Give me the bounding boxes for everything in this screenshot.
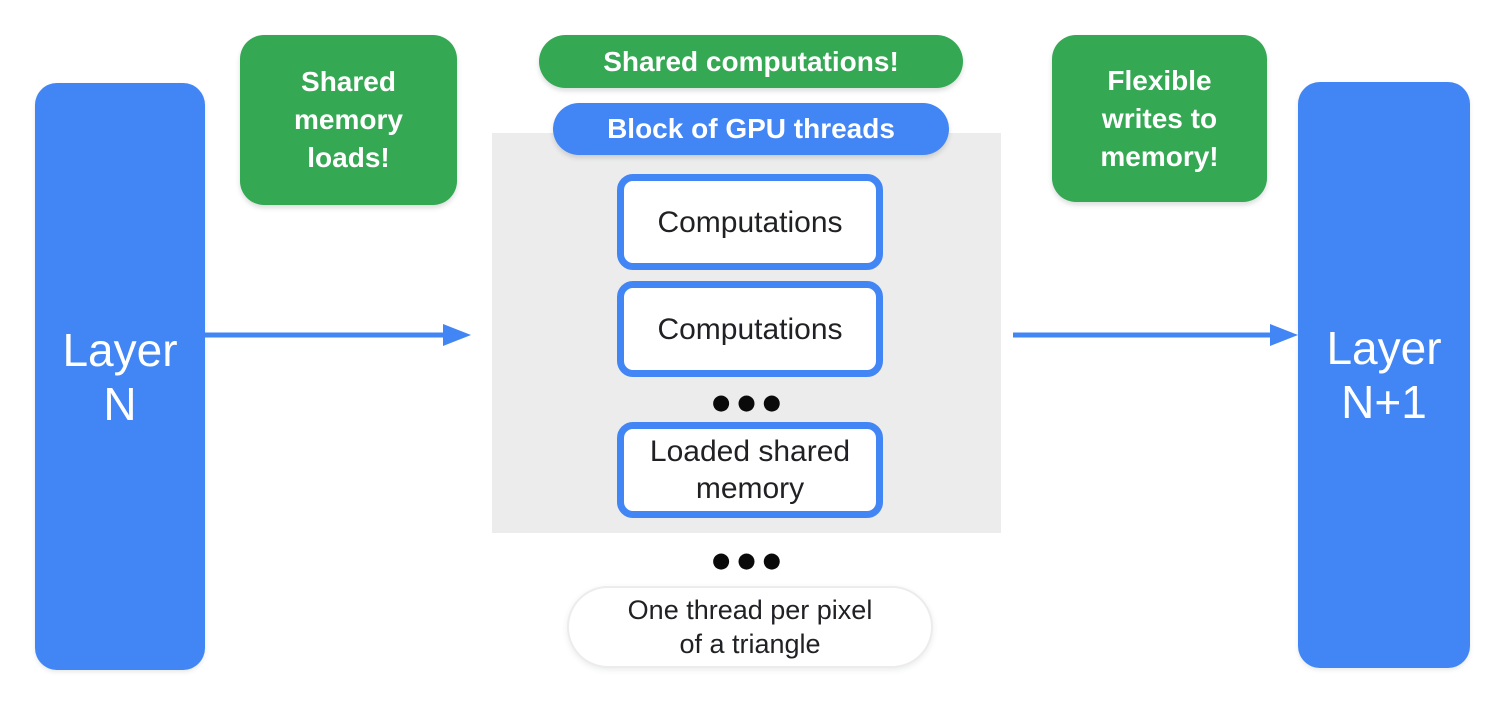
layer-n1-box: Layer N+1 <box>1298 82 1470 668</box>
layer-n-label-line-2: N <box>103 377 137 430</box>
callout-line: writes to <box>1101 102 1218 134</box>
memory-box-line-2: memory <box>695 472 805 505</box>
gpu-block-title: Block of GPU threads <box>553 103 949 155</box>
thread-note-line-2: of a triangle <box>679 629 821 659</box>
loaded-shared-memory-box: Loaded shared memory <box>617 422 883 518</box>
computations-label: Computations <box>657 312 843 346</box>
arrow-right-icon <box>1013 324 1298 346</box>
callout-line: memory! <box>1100 140 1219 172</box>
callout-line: loads! <box>307 142 390 173</box>
ellipsis-icon: ●●● <box>712 390 788 414</box>
callout-shared-computations: Shared computations! <box>539 35 963 88</box>
thread-note-line-1: One thread per pixel <box>627 595 873 625</box>
callout-flexible-writes: Flexible writes to memory! <box>1052 35 1267 202</box>
ellipsis-icon: ●●● <box>712 548 788 572</box>
memory-box-line-1: Loaded shared <box>649 435 851 468</box>
callout-line: Shared <box>301 66 396 97</box>
thread-note-pill: One thread per pixel of a triangle <box>567 586 933 668</box>
layer-n1-label-line-2: N+1 <box>1341 376 1427 428</box>
computations-label: Computations <box>657 205 843 239</box>
arrow-right-icon <box>205 324 471 346</box>
callout-line: memory <box>294 104 403 135</box>
callout-line: Flexible <box>1107 64 1212 96</box>
computations-box-1: Computations <box>617 174 883 270</box>
computations-box-2: Computations <box>617 281 883 377</box>
layer-n1-label-line-1: Layer <box>1326 322 1442 374</box>
layer-n-box: Layer N <box>35 83 205 670</box>
callout-shared-memory-loads: Shared memory loads! <box>240 35 457 205</box>
layer-n-label-line-1: Layer <box>62 323 178 376</box>
